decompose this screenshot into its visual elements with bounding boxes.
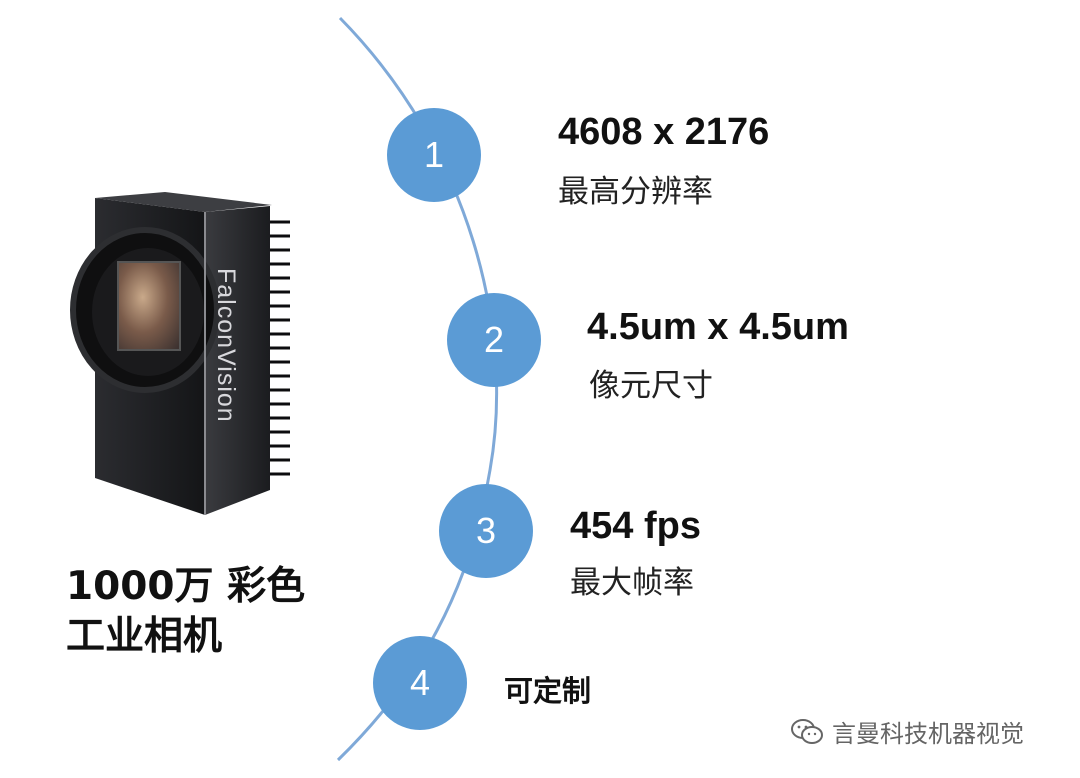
camera-image (70, 192, 290, 515)
feature-2-value: 4.5um x 4.5um (587, 306, 849, 348)
wechat-icon (791, 718, 823, 744)
camera-title-line1: 1000万 彩色 (66, 564, 306, 609)
feature-3-label: 最大帧率 (570, 565, 694, 601)
feature-4-value: 可定制 (504, 674, 592, 708)
camera-title-line2: 工业相机 (66, 614, 223, 659)
feature-3-value: 454 fps (570, 505, 701, 547)
step-circle-1: 1 (387, 108, 481, 202)
watermark-text: 言曼科技机器视觉 (832, 720, 1024, 748)
feature-1-label: 最高分辨率 (558, 174, 713, 210)
feature-2-label: 像元尺寸 (589, 368, 713, 404)
step-circle-4: 4 (373, 636, 467, 730)
step-circle-2: 2 (447, 293, 541, 387)
feature-1-value: 4608 x 2176 (558, 111, 770, 153)
watermark: 言曼科技机器视觉 (790, 714, 1024, 749)
step-circle-3: 3 (439, 484, 533, 578)
camera-brand-text: FalconVision (212, 268, 240, 423)
